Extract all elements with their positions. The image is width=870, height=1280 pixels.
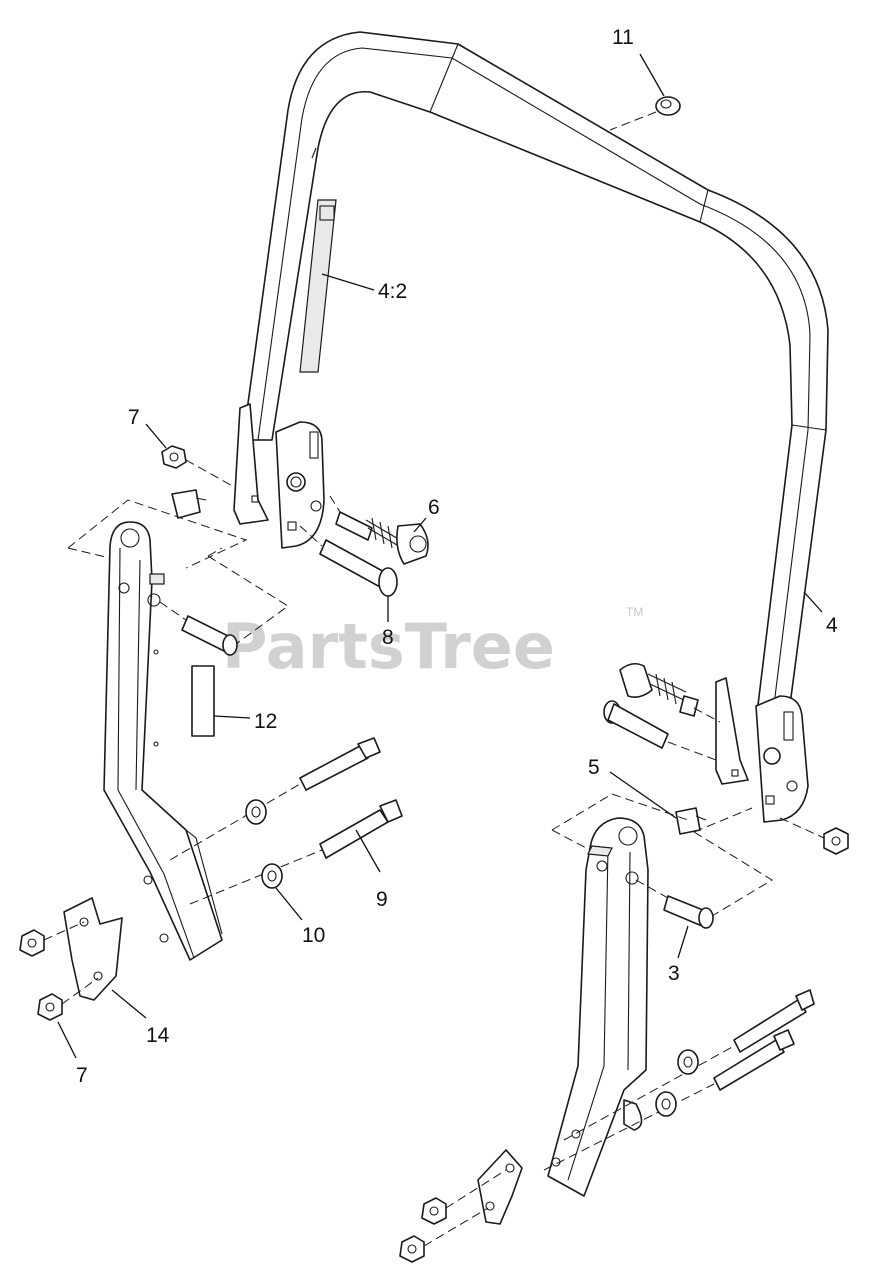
upper-roll-bar — [242, 31, 829, 706]
upper-right-bracket — [715, 677, 809, 823]
assembly-guide-right-side — [551, 829, 591, 851]
leader-3 — [677, 925, 689, 959]
part-3-spacer-tube-right — [635, 879, 714, 929]
callout-11: 11 — [612, 26, 634, 49]
callout-7-bottom: 7 — [76, 1064, 88, 1087]
part-7-flange-nut-right — [779, 817, 849, 855]
leader-4 — [803, 591, 823, 613]
leader-7-top — [145, 423, 167, 449]
callout-4: 4 — [826, 614, 838, 637]
part-8-clevis-pin-left — [299, 525, 398, 597]
callout-8: 8 — [382, 626, 394, 649]
part-6-spring-pin-right — [619, 662, 721, 723]
assembly-guide-left-lower — [207, 555, 289, 645]
watermark-trademark: TM — [626, 605, 643, 619]
part-6-spring-pin-left — [329, 495, 429, 565]
leader-7-bottom — [57, 1021, 77, 1059]
callout-10: 10 — [302, 924, 325, 947]
part-14-plate — [63, 897, 123, 1001]
leader-14 — [111, 989, 147, 1019]
part-12-decal — [191, 665, 215, 737]
callout-9: 9 — [376, 888, 388, 911]
callout-14: 14 — [146, 1024, 170, 1047]
callout-5: 5 — [588, 756, 600, 779]
part-10-washers-left — [245, 799, 283, 889]
callout-6: 6 — [428, 496, 440, 519]
callout-4-2: 4:2 — [378, 280, 407, 303]
part-9-bolts-left — [169, 737, 403, 905]
part-7-flange-nut-top — [161, 445, 237, 489]
plate-right — [477, 1149, 523, 1225]
part-8-clevis-pin-right — [603, 700, 717, 761]
leader-10 — [275, 887, 303, 921]
leader-12 — [213, 715, 251, 719]
leader-4-2 — [321, 273, 375, 291]
detent-knob-right — [675, 807, 707, 835]
lower-left-leg — [103, 521, 223, 961]
assembly-guide-right-link — [693, 807, 753, 833]
leader-6 — [413, 517, 427, 533]
bolts-right — [543, 989, 815, 1171]
part-11-washer — [609, 96, 681, 131]
leader-5 — [609, 771, 677, 819]
callout-12: 12 — [254, 710, 277, 733]
watermark-text: PartsTree — [222, 610, 555, 683]
callout-3: 3 — [668, 962, 680, 985]
assembly-guide-left-upper — [67, 499, 248, 569]
spacer-tube-left — [159, 601, 238, 656]
part-7-flange-nuts-bottom — [19, 921, 99, 1021]
leader-11 — [639, 53, 665, 97]
leader-9 — [355, 829, 381, 873]
flange-nuts-right-bottom — [399, 1169, 507, 1263]
lower-right-leg — [547, 817, 649, 1197]
upper-left-bracket — [233, 403, 325, 549]
callout-7-top: 7 — [128, 406, 140, 429]
assembly-guide-right-lower — [693, 831, 773, 917]
assembly-guide-left-link — [207, 547, 223, 557]
detent-knob-left — [171, 489, 207, 519]
washers-right — [655, 1049, 699, 1117]
